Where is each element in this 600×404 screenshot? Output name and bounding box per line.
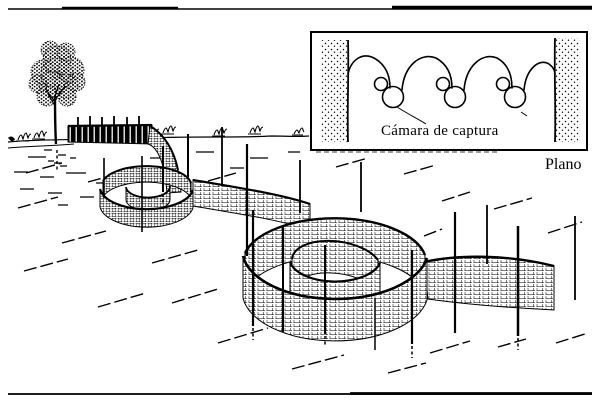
- plan-caption: Plano: [545, 156, 582, 173]
- fence-horizon-segment: [67, 116, 153, 145]
- label-leader-line: [396, 106, 427, 125]
- capture-chamber-spirals: [347, 55, 556, 109]
- drift-fence: [67, 116, 576, 358]
- fence-big-loop: [241, 217, 555, 342]
- inset-border: [310, 31, 588, 151]
- tree: [28, 40, 86, 170]
- inset-left-bank: [321, 40, 348, 142]
- plan-inset: [310, 31, 588, 153]
- fence-exit-band: [423, 255, 555, 311]
- fence-posts: [103, 127, 576, 358]
- fence-small-loop: [98, 165, 195, 228]
- frame-rules: [8, 5, 592, 395]
- capture-chamber-label: Cámara de captura: [381, 123, 499, 139]
- tree-crown: [28, 40, 86, 107]
- inset-right-bank: [554, 38, 580, 142]
- tree-trunk: [44, 83, 76, 170]
- bush-icon: [8, 136, 15, 141]
